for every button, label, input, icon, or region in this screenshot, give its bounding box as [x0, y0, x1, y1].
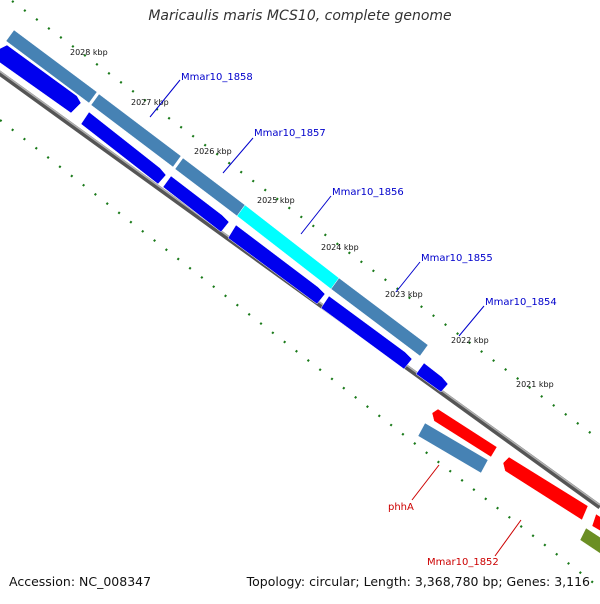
leader-line [222, 137, 254, 174]
gene-box-mmar10-1855[interactable] [330, 277, 429, 357]
tick-label: 2027 kbp [131, 98, 169, 107]
topology-text: Topology: circular; Length: 3,368,780 bp… [246, 574, 590, 589]
tick-label: 2023 kbp [385, 290, 423, 299]
leader-line [494, 519, 522, 557]
cds-arrow-4[interactable] [227, 224, 326, 305]
gene-label-mmar10-1856[interactable]: Mmar10_1856 [332, 187, 404, 198]
tick-label: 2025 kbp [257, 196, 295, 205]
gene-labels: Mmar10_1858 Mmar10_1857 Mmar10_1856 Mmar… [181, 72, 557, 568]
gene-label-mmar10-1852[interactable]: Mmar10_1852 [427, 557, 499, 568]
leader-line [149, 79, 181, 118]
label-leaders [149, 79, 522, 557]
gene-label-phha[interactable]: phhA [388, 502, 414, 513]
leader-line [411, 464, 440, 501]
gene-box-phha[interactable] [417, 422, 489, 474]
accession-text: Accession: NC_008347 [9, 574, 152, 589]
leader-line [395, 261, 421, 293]
cds-arrow-6[interactable] [415, 362, 449, 393]
gene-box-mmar10-1858[interactable] [5, 29, 98, 104]
cds-arrow-2[interactable] [80, 111, 167, 185]
outer-dotted-guide [8, 0, 600, 441]
tick-label: 2026 kbp [194, 147, 232, 156]
tick-labels: 2028 kbp 2027 kbp 2026 kbp 2025 kbp 2024… [70, 48, 554, 389]
leader-line [300, 195, 332, 235]
gene-label-mmar10-1854[interactable]: Mmar10_1854 [485, 297, 557, 308]
cds-reverse-track [431, 408, 600, 556]
cds-arrow-5[interactable] [320, 295, 413, 370]
leader-line [458, 305, 485, 337]
inner-dotted-guide [0, 119, 600, 589]
tick-label: 2024 kbp [321, 243, 359, 252]
gene-box-mmar10-1857[interactable] [90, 93, 182, 168]
gene-label-mmar10-1858[interactable]: Mmar10_1858 [181, 72, 253, 83]
cds-forward-track [0, 44, 449, 393]
cds-arrow-phha[interactable] [431, 408, 498, 458]
gene-label-mmar10-1857[interactable]: Mmar10_1857 [254, 128, 326, 139]
cds-arrow-3[interactable] [162, 175, 230, 233]
tick-label: 2028 kbp [70, 48, 108, 57]
tick-label: 2021 kbp [516, 380, 554, 389]
map-title: Maricaulis maris MCS10, complete genome [148, 8, 452, 24]
feature-other[interactable] [579, 527, 600, 556]
gene-label-mmar10-1855[interactable]: Mmar10_1855 [421, 253, 493, 264]
cds-arrow-1[interactable] [0, 44, 82, 114]
tick-label: 2022 kbp [451, 336, 489, 345]
cds-arrow-next[interactable] [591, 513, 600, 533]
cds-arrow-mmar10-1852[interactable] [502, 456, 589, 521]
gene-track [5, 29, 489, 474]
